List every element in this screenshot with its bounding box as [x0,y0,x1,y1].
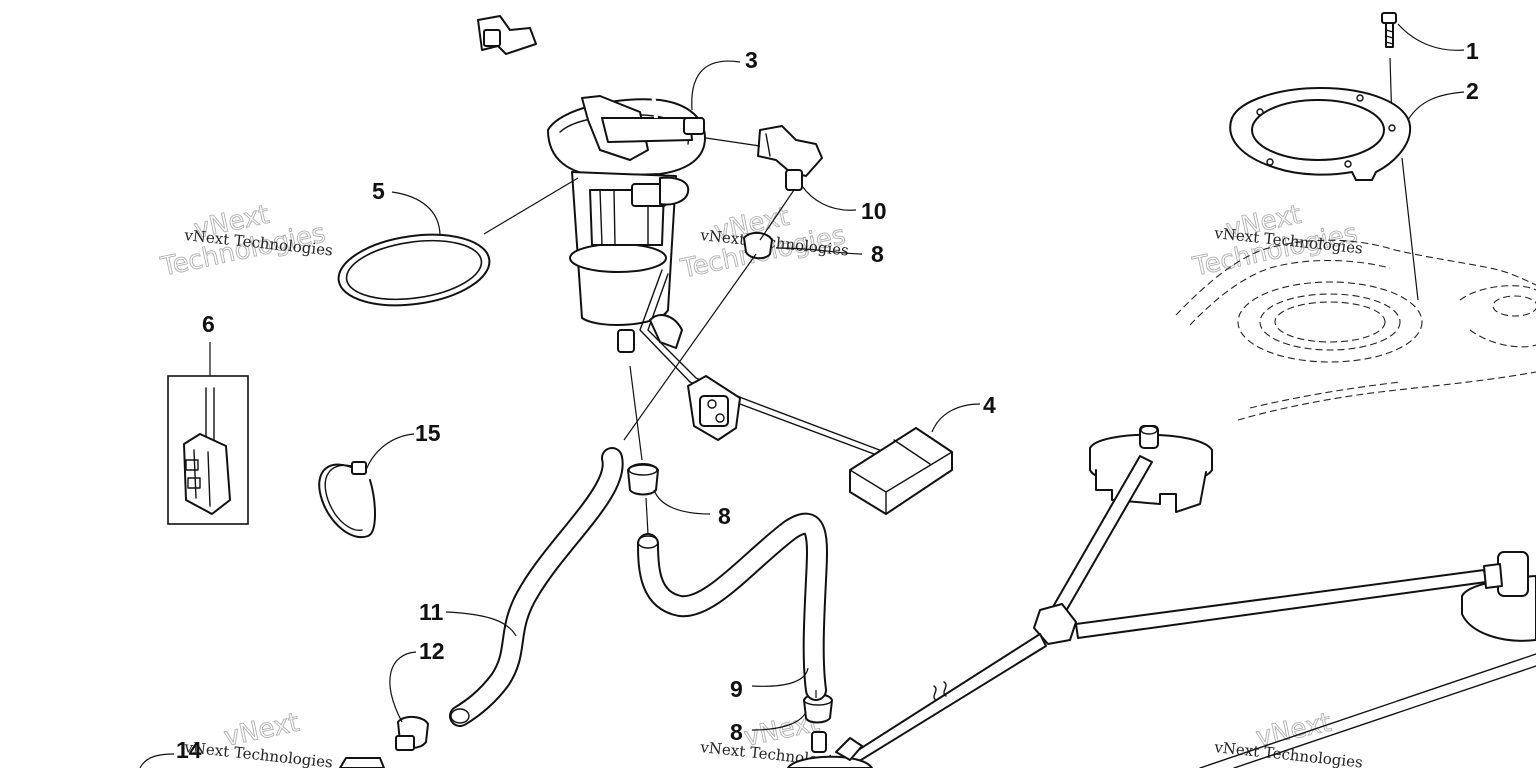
screw-part[interactable] [1381,12,1397,48]
callout-14: 14 [176,737,202,763]
callout-8-middle: 8 [718,503,731,529]
hose-clamp-12-part[interactable] [395,716,429,751]
callout-3: 3 [745,47,758,73]
callout-4: 4 [983,392,996,418]
hose-11-part[interactable] [449,447,624,727]
clamp-8-upper-part[interactable] [743,232,773,260]
float-part[interactable] [849,427,953,515]
callout-5: 5 [372,178,385,204]
callout-6: 6 [202,311,215,337]
clamp-band-part[interactable] [318,461,376,539]
callout-10: 10 [861,198,887,224]
o-ring-part[interactable] [334,226,494,314]
flange-axis-line [1401,157,1419,301]
fuel-tank-outline [1175,239,1536,421]
callout-8-lower: 8 [730,719,743,745]
callout-1: 1 [1466,38,1479,64]
callout-15: 15 [415,420,441,446]
fuel-line-assembly[interactable] [787,425,1536,768]
hose-9-part[interactable] [637,512,828,701]
callout-8-upper: 8 [871,241,884,267]
sensor-part[interactable] [183,387,231,515]
leader-lines [139,23,1465,768]
clamp-8-middle-part[interactable] [627,463,659,496]
pump-wiring-harness[interactable] [477,15,658,119]
flange-plate-part[interactable] [1229,87,1412,181]
fuel-pump-module[interactable] [547,95,891,461]
callout-2: 2 [1466,78,1479,104]
part-14-partial[interactable] [339,757,385,768]
callout-11: 11 [419,599,444,625]
callout-labels: 1 2 3 4 5 6 8 8 8 9 10 11 12 14 15 [176,38,1479,763]
elbow-connector-part[interactable] [757,125,823,191]
callout-12: 12 [419,638,445,664]
callout-9: 9 [730,676,743,702]
